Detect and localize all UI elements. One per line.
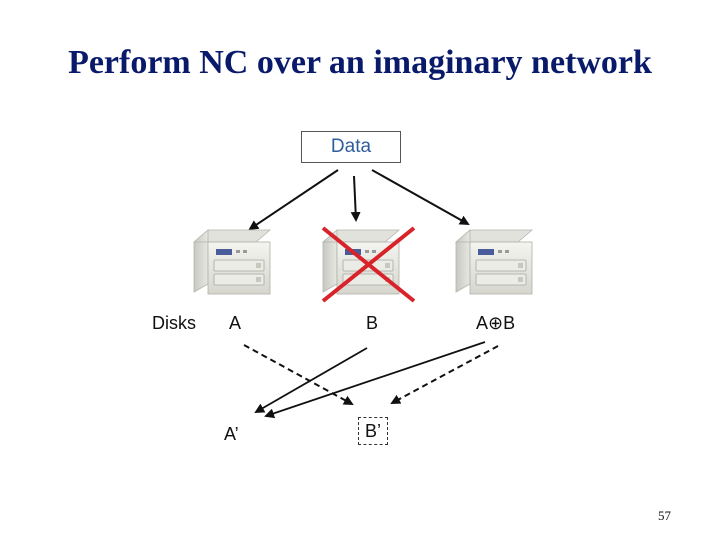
data-to-disk-axorb-arrow (371, 169, 470, 225)
axorb-to-bprime-dashed-arrow (390, 345, 499, 404)
server-disk-icon (193, 229, 271, 295)
axorb-to-aprime-arrow (264, 341, 486, 419)
disk-b-label: B (366, 313, 379, 333)
data-box: Data (301, 131, 401, 163)
disks-label: Disks (152, 313, 196, 333)
failed-cross-icon (321, 226, 416, 303)
data-to-disk-b-arrow (350, 175, 361, 222)
slide-title: Perform NC over an imaginary network (68, 44, 652, 81)
data-to-disk-a-arrow (248, 169, 339, 231)
disk-a-label: A (229, 313, 242, 333)
a-to-bprime-dashed-arrow (243, 344, 354, 405)
server-disk-icon (455, 229, 533, 295)
page-number: 57 (658, 508, 671, 523)
recovered-aprime-label: A’ (224, 424, 239, 444)
recovered-bprime-box: B’ (358, 417, 388, 445)
b-to-aprime-arrow (254, 347, 368, 413)
disk-axorb-label: A⊕B (476, 313, 516, 333)
